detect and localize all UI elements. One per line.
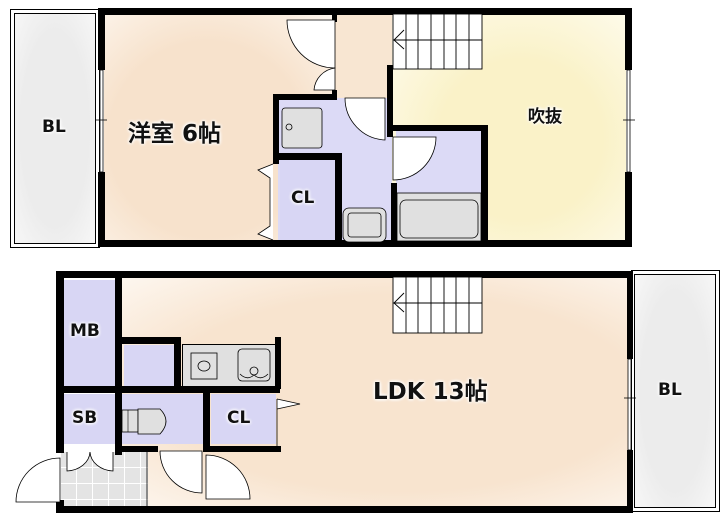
- lower-closet-label: CL: [227, 408, 251, 428]
- shoe-box-label: SB: [72, 408, 98, 428]
- storage: [124, 345, 174, 387]
- wall: [98, 172, 105, 247]
- wall: [273, 153, 339, 160]
- shoe-box: [64, 394, 116, 444]
- wall: [332, 8, 337, 22]
- lower-closet: [211, 394, 276, 444]
- wall: [625, 172, 632, 247]
- wall: [115, 271, 122, 455]
- ldk-label: LDK 13帖: [373, 379, 488, 405]
- upper-closet: [280, 160, 335, 242]
- wall: [625, 8, 632, 70]
- lower-balcony-label: BL: [658, 380, 682, 400]
- wall: [335, 153, 342, 247]
- wall: [56, 386, 280, 393]
- wall: [174, 337, 181, 389]
- upper-closet-label: CL: [291, 188, 315, 208]
- wall: [481, 125, 488, 247]
- wall: [98, 8, 631, 15]
- wall: [56, 271, 632, 278]
- meter-box: [64, 280, 116, 386]
- wall: [273, 94, 279, 164]
- wall: [56, 500, 64, 513]
- wall: [387, 65, 393, 137]
- wall: [203, 446, 281, 452]
- wall: [203, 386, 210, 452]
- wall: [273, 94, 337, 100]
- lower-balcony: [631, 270, 720, 512]
- wall: [387, 125, 487, 131]
- western-room-label: 洋室 6帖: [128, 121, 222, 147]
- wall: [115, 337, 181, 344]
- meter-box-label: MB: [70, 321, 100, 341]
- wall: [391, 183, 397, 247]
- wall: [627, 271, 633, 359]
- upper-balcony: [10, 9, 100, 248]
- wall: [56, 506, 632, 513]
- wall: [627, 450, 633, 513]
- wall: [56, 271, 64, 453]
- wall: [275, 337, 281, 389]
- wall: [115, 446, 158, 452]
- upper-balcony-label: BL: [42, 117, 66, 137]
- wall: [98, 240, 631, 247]
- void-label: 吹抜: [528, 107, 562, 127]
- upper-hallway: [334, 14, 392, 98]
- upper-fixtures: [95, 13, 635, 243]
- wall: [98, 8, 105, 70]
